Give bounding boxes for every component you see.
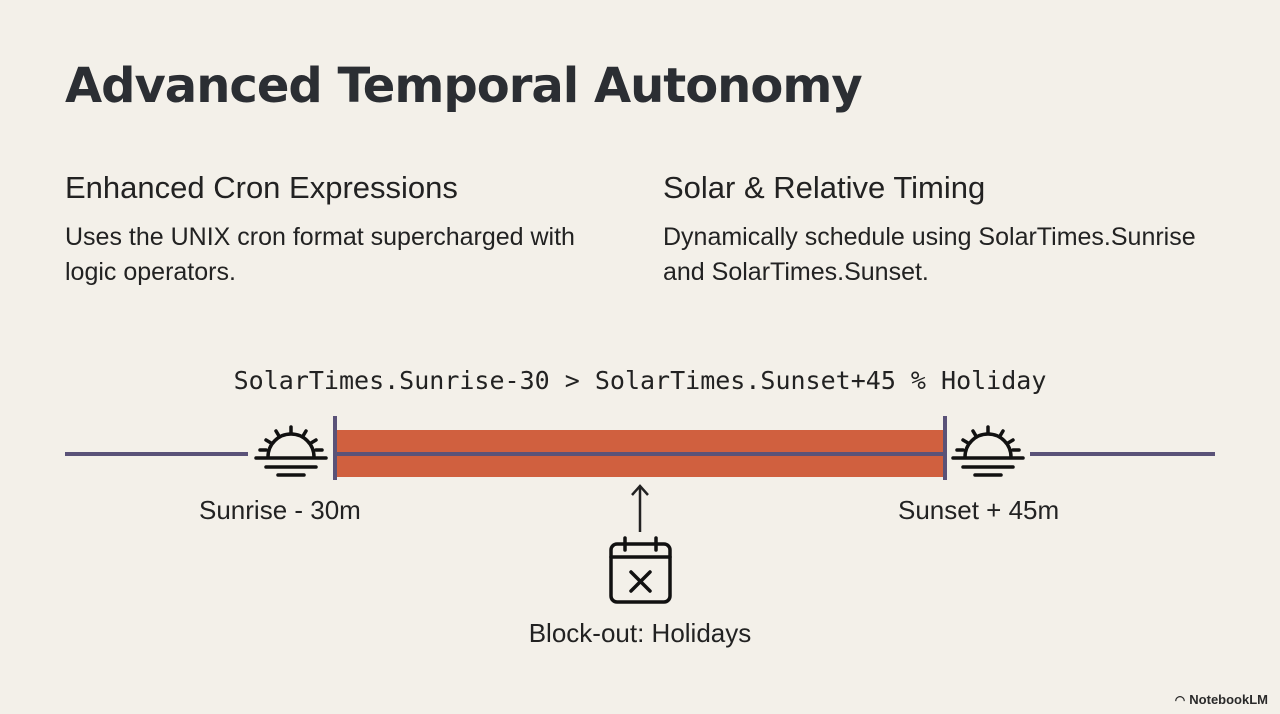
notebooklm-logo: ◠ NotebookLM xyxy=(1175,692,1268,707)
right-body: Dynamically schedule using SolarTimes.Su… xyxy=(663,223,1196,286)
notebooklm-icon: ◠ xyxy=(1174,692,1186,707)
page-title: Advanced Temporal Autonomy xyxy=(65,58,863,114)
arrow-up-icon xyxy=(631,484,649,532)
cron-expression: SolarTimes.Sunrise-30 > SolarTimes.Sunse… xyxy=(233,366,1047,395)
brand-label: NotebookLM xyxy=(1189,692,1268,707)
sunset-icon xyxy=(951,425,1025,477)
left-body: Uses the UNIX cron format supercharged w… xyxy=(65,223,575,286)
blockout-label: Block-out: Holidays xyxy=(528,618,752,648)
calendar-x-icon xyxy=(609,536,672,604)
timeline-diagram xyxy=(65,416,1215,604)
left-heading: Enhanced Cron Expressions xyxy=(65,170,458,205)
right-heading: Solar & Relative Timing xyxy=(663,170,986,205)
sunset-label: Sunset + 45m xyxy=(898,495,1060,525)
sunrise-label: Sunrise - 30m xyxy=(199,495,361,525)
sunrise-icon xyxy=(254,425,328,477)
